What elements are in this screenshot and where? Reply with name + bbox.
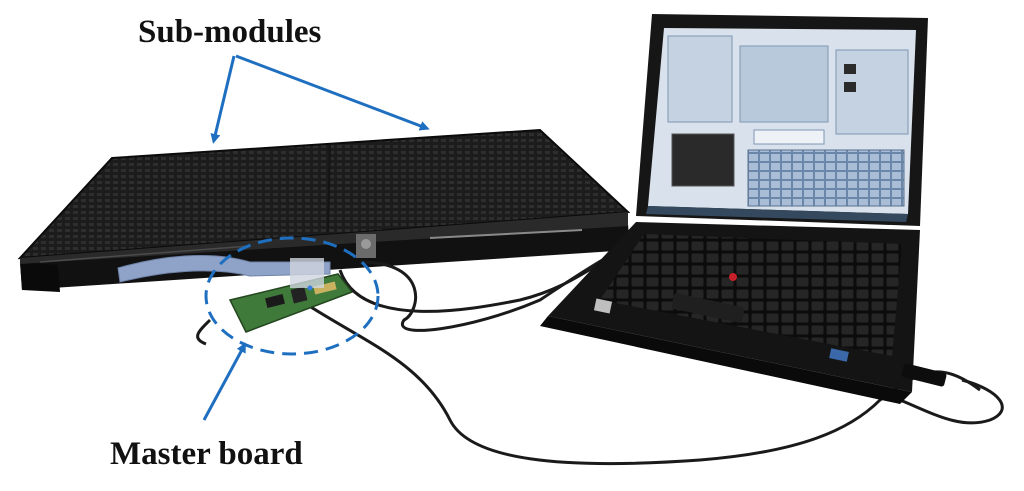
arrow-master-board — [202, 342, 246, 421]
label-master-board: Master board — [110, 436, 303, 472]
laptop — [540, 14, 947, 404]
label-sub-modules: Sub-modules — [138, 14, 322, 50]
annotation-arrows — [202, 54, 430, 421]
master-board-highlight — [204, 236, 380, 356]
arrow-sub-modules-right — [235, 54, 430, 131]
master-board — [228, 258, 354, 333]
sensor-platform — [17, 128, 631, 292]
arrow-sub-modules-left — [210, 55, 236, 144]
ribbon-cable — [117, 255, 331, 283]
